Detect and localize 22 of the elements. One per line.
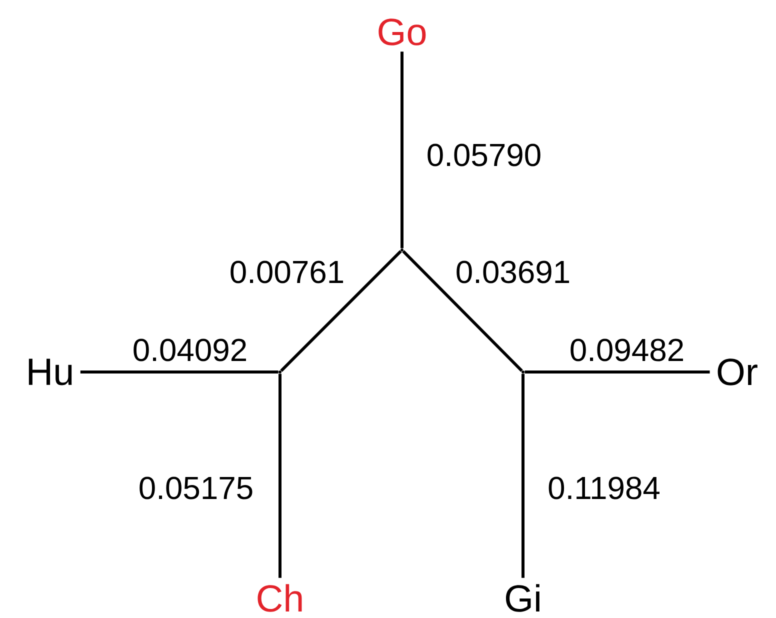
branch-line — [280, 250, 402, 372]
branch-length: 0.04092 — [134, 338, 246, 362]
branch-length: 0.09482 — [570, 338, 683, 362]
branch-line — [402, 250, 523, 372]
junction-point — [522, 370, 524, 374]
branch-length: 0.11984 — [548, 476, 660, 500]
branch-line — [522, 374, 524, 578]
branch-line — [524, 370, 710, 374]
branch-length: 0.03691 — [456, 260, 570, 284]
branch-line — [400, 52, 404, 248]
branch-length: 0.00761 — [230, 260, 344, 284]
leaf-label: Ch — [258, 584, 302, 612]
leaf-label: Or — [718, 358, 758, 386]
branch-line — [278, 374, 282, 578]
leaf-label: Hu — [28, 358, 72, 386]
branch-length: 0.05175 — [140, 476, 252, 500]
junction-point — [278, 370, 282, 374]
leaf-label: Go — [378, 18, 426, 46]
leaf-label: Gi — [506, 584, 540, 612]
junction-point — [400, 248, 404, 252]
branch-length: 0.05790 — [428, 144, 540, 166]
branch-line — [80, 370, 278, 374]
